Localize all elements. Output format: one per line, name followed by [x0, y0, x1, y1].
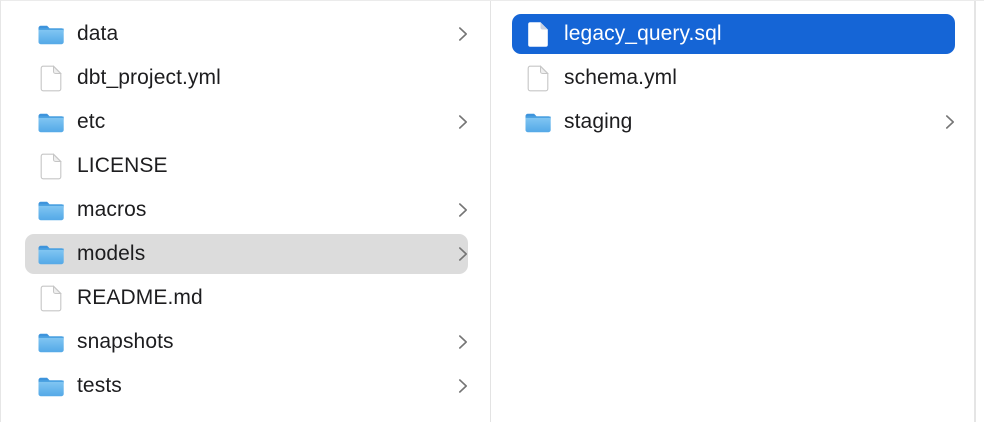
selection-highlight: [25, 234, 468, 274]
document-icon: [527, 21, 549, 48]
file-browser-column-left: data: [1, 1, 491, 422]
document-icon: [527, 64, 549, 92]
folder-row-etc[interactable]: etc: [1, 100, 490, 144]
chevron-right-icon: [458, 246, 468, 262]
item-label: LICENSE: [77, 154, 168, 177]
item-label: macros: [77, 198, 147, 221]
selection-highlight: [512, 14, 955, 54]
item-label: data: [77, 22, 119, 45]
document-icon: [40, 64, 62, 92]
item-label: dbt_project.yml: [77, 66, 221, 89]
folder-icon: [37, 242, 65, 266]
folder-icon: [37, 198, 65, 222]
document-icon: [40, 152, 62, 180]
chevron-right-icon: [945, 114, 955, 130]
folder-row-tests[interactable]: tests: [1, 364, 490, 408]
item-label: schema.yml: [564, 66, 678, 89]
item-label: legacy_query.sql: [564, 22, 722, 45]
chevron-right-icon: [458, 26, 468, 42]
file-browser-column-right: legacy_query.sql: [491, 1, 976, 422]
folder-row-macros[interactable]: macros: [1, 188, 490, 232]
chevron-right-icon: [458, 334, 468, 350]
chevron-right-icon: [458, 378, 468, 394]
item-label: staging: [564, 110, 633, 133]
file-row-dbt_project.yml[interactable]: dbt_project.yml: [1, 56, 490, 100]
file-row-legacy_query.sql[interactable]: legacy_query.sql: [491, 12, 974, 56]
folder-row-snapshots[interactable]: snapshots: [1, 320, 490, 364]
item-label: etc: [77, 110, 106, 133]
chevron-right-icon: [458, 202, 468, 218]
item-label: snapshots: [77, 330, 174, 353]
file-row-README.md[interactable]: README.md: [1, 276, 490, 320]
file-row-LICENSE[interactable]: LICENSE: [1, 144, 490, 188]
folder-icon: [37, 374, 65, 398]
chevron-right-icon: [458, 114, 468, 130]
document-icon: [40, 284, 62, 312]
folder-row-models[interactable]: models: [1, 232, 490, 276]
folder-icon: [37, 330, 65, 354]
folder-row-staging[interactable]: staging: [491, 100, 974, 144]
folder-icon: [37, 110, 65, 134]
folder-row-data[interactable]: data: [1, 12, 490, 56]
folder-icon: [524, 110, 552, 134]
folder-icon: [37, 22, 65, 46]
item-label: README.md: [77, 286, 203, 309]
file-row-schema.yml[interactable]: schema.yml: [491, 56, 974, 100]
item-label: models: [77, 242, 146, 265]
item-label: tests: [77, 374, 122, 397]
